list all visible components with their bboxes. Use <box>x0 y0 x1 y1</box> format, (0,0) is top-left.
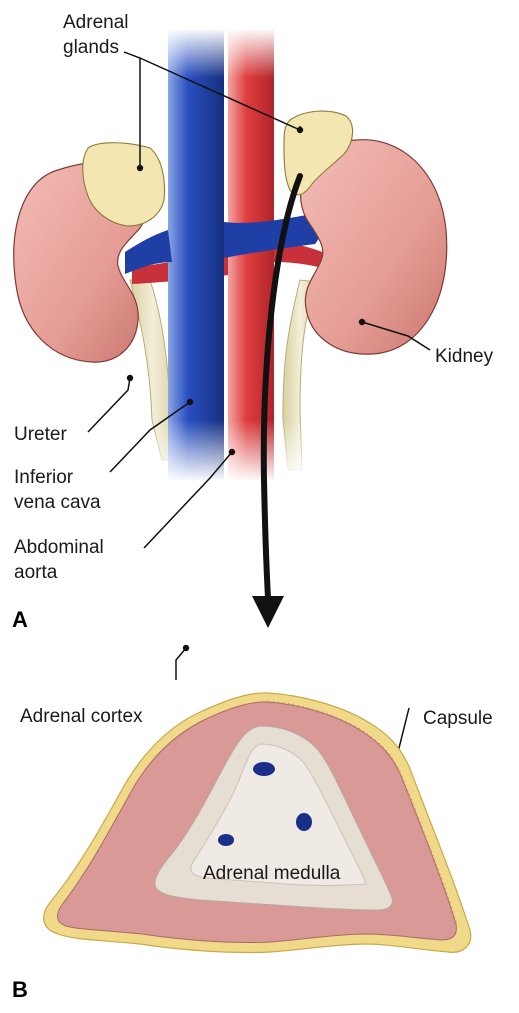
adrenal-cross-section <box>44 693 471 953</box>
adrenal-cortex-label: Adrenal cortex <box>20 705 143 728</box>
medulla-vessel <box>253 762 275 776</box>
kidney-label: Kidney <box>435 345 493 368</box>
ureter-label: Ureter <box>14 423 67 446</box>
capsule-label: Capsule <box>423 707 493 730</box>
adrenal-glands-label-line1: Adrenal <box>63 11 129 34</box>
ivc-label-line1: Inferior <box>14 466 73 489</box>
medulla-vessel <box>296 813 312 831</box>
aorta-label-line2: aorta <box>14 561 57 584</box>
aorta-label-line1: Abdominal <box>14 536 104 559</box>
panel-a-letter: A <box>12 607 28 633</box>
medulla-vessel <box>218 834 234 846</box>
adrenal-medulla-label: Adrenal medulla <box>203 862 340 885</box>
ivc-label-line2: vena cava <box>14 491 101 514</box>
panel-b-letter: B <box>12 977 28 1003</box>
adrenal-glands-label-line2: glands <box>63 36 119 59</box>
